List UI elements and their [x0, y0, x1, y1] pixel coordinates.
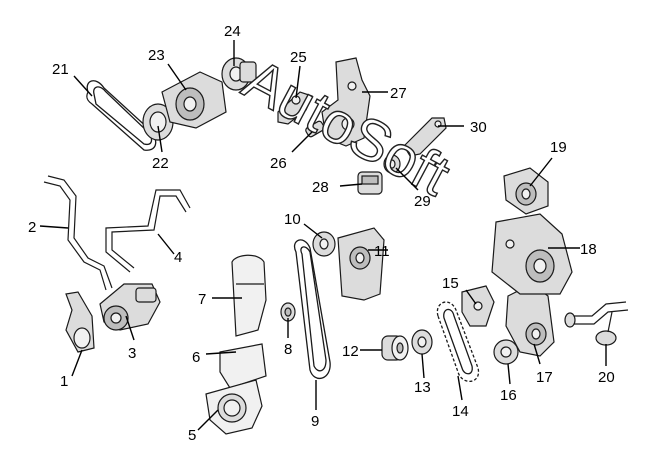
part-coolant-hose: [43, 175, 113, 291]
part-oil-pump-housing: [491, 213, 573, 295]
callout-29: 29: [414, 193, 431, 210]
callout-16: 16: [500, 387, 517, 404]
callout-26: 26: [270, 155, 287, 172]
callout-1: 1: [60, 373, 68, 390]
callout-5: 5: [188, 427, 196, 444]
callout-14: 14: [452, 403, 469, 420]
callout-24: 24: [224, 23, 241, 40]
callout-9: 9: [311, 413, 319, 430]
part-mounting-bracket: [321, 57, 371, 147]
part-tensioner-bracket: [337, 227, 385, 301]
part-pulley: [142, 103, 174, 141]
callout-21: 21: [52, 61, 69, 78]
callout-19: 19: [550, 139, 567, 156]
part-alternator: [161, 71, 227, 129]
callout-20: 20: [598, 369, 615, 386]
callout-28: 28: [312, 179, 329, 196]
callout-12: 12: [342, 343, 359, 360]
part-return-hose: [105, 189, 191, 273]
callout-17: 17: [536, 369, 553, 386]
callout-30: 30: [470, 119, 487, 136]
part-tensioner-roller: [381, 335, 409, 361]
part-damper-block: [357, 171, 383, 195]
leader-lines: [39, 40, 607, 431]
part-pump-housing: [65, 291, 95, 353]
part-tensioner-arm: [403, 117, 447, 157]
part-sprocket: [411, 329, 433, 355]
callout-25: 25: [290, 49, 307, 66]
part-thermostat-housing: [503, 167, 549, 215]
part-idler-pulley: [312, 231, 336, 257]
callout-10: 10: [284, 211, 301, 228]
callout-13: 13: [414, 379, 431, 396]
part-water-pump: [99, 283, 161, 331]
callout-11: 11: [374, 243, 390, 260]
part-rear-pulley: [221, 57, 257, 91]
callout-8: 8: [284, 341, 292, 358]
callout-3: 3: [128, 345, 136, 362]
callout-4: 4: [174, 249, 182, 266]
callout-15: 15: [442, 275, 459, 292]
part-middle-timing-cover: [219, 343, 267, 389]
part-gear: [493, 339, 519, 365]
callout-22: 22: [152, 155, 169, 172]
callout-7: 7: [198, 291, 206, 308]
part-chain: [436, 301, 480, 382]
part-timing-belt: [293, 239, 331, 380]
part-lower-timing-cover: [205, 379, 263, 435]
callout-23: 23: [148, 47, 165, 64]
part-oil-pipe: [564, 301, 629, 346]
callout-6: 6: [192, 349, 200, 366]
callout-18: 18: [580, 241, 597, 258]
callout-labels: 1 2 3 4 5 6 7 8 9 10 11 12 13 14 15 16 1…: [28, 23, 615, 444]
callout-2: 2: [28, 219, 36, 236]
part-upper-timing-cover: [231, 254, 267, 337]
callout-27: 27: [390, 85, 407, 102]
